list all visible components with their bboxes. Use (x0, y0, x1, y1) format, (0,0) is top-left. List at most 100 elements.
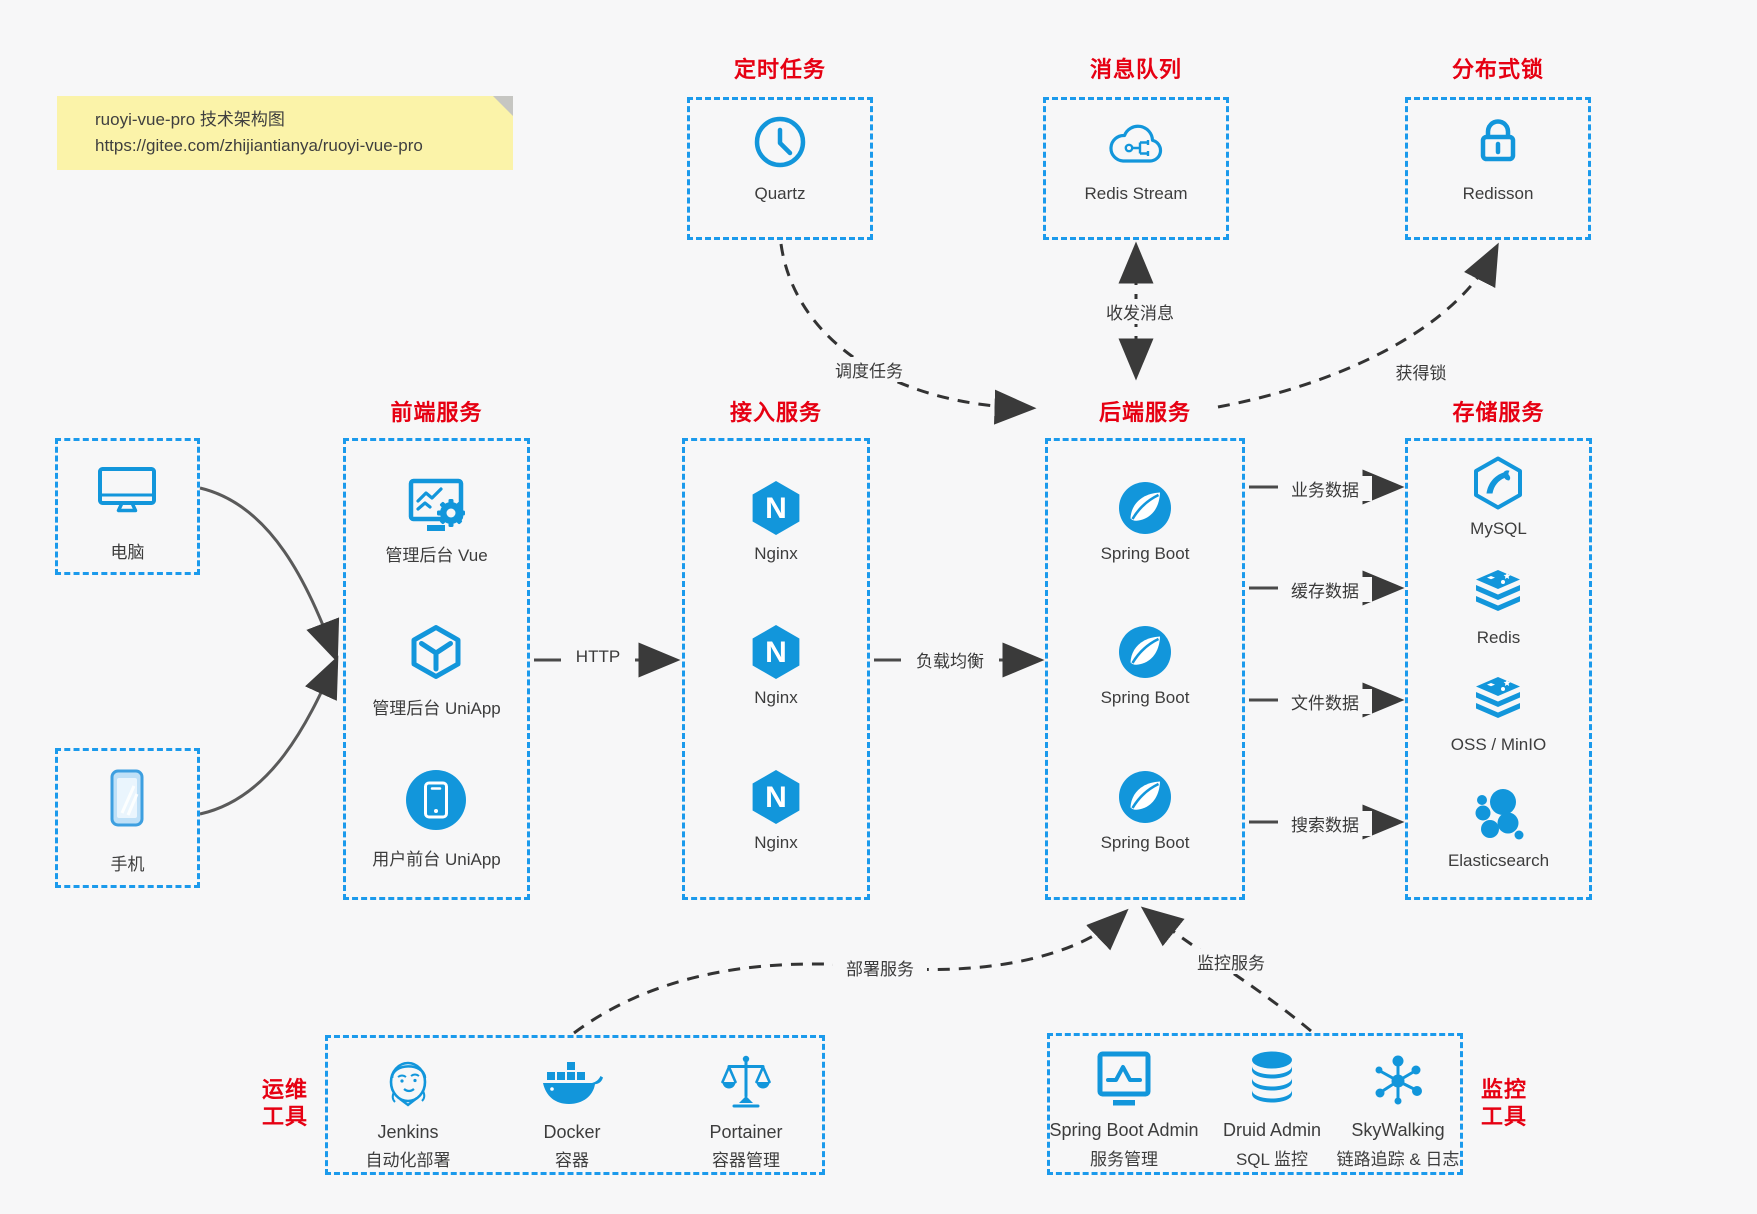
edge-label-load-balance: 负载均衡 (901, 647, 999, 672)
spring-boot-icon (1119, 626, 1171, 678)
admin-vue-icon (408, 478, 465, 531)
label-spring-boot-admin: Spring Boot Admin (1049, 1120, 1199, 1140)
arrow-schedule-task (779, 243, 1037, 425)
uniapp-cube-icon (411, 625, 461, 679)
side-label-ops-tools: 运维 工具 (247, 1076, 323, 1130)
docker-icon (543, 1062, 603, 1104)
label-nginx-1: Nginx (754, 544, 798, 563)
svg-text:N: N (765, 636, 787, 669)
label-docker-desc: 容器 (555, 1151, 589, 1170)
box-message-queue (1043, 97, 1229, 240)
box-client-phone (55, 748, 200, 888)
label-druid-admin-desc: SQL 监控 (1235, 1150, 1309, 1169)
portainer-icon (721, 1055, 771, 1108)
box-gateway (682, 438, 870, 900)
label-mysql: MySQL (1470, 519, 1527, 538)
edge-label-search-data: 搜索数据 (1278, 811, 1372, 836)
nginx-icon: N (752, 625, 800, 679)
label-redisson: Redisson (1462, 184, 1534, 203)
jenkins-icon (389, 1061, 427, 1107)
box-frontend (343, 438, 530, 900)
box-backend (1045, 438, 1245, 900)
svg-text:N: N (765, 492, 787, 525)
monitor-side-line-2: 工具 (1480, 1104, 1527, 1129)
label-redis: Redis (1476, 628, 1521, 647)
box-ops-tools (325, 1035, 825, 1175)
box-scheduled-task (687, 97, 873, 240)
label-portainer: Portainer (709, 1122, 783, 1142)
edge-label-deploy: 部署服务 (833, 955, 927, 980)
arrow-computer-to-frontend (199, 486, 340, 663)
edge-label-http: HTTP (561, 647, 635, 667)
note-line-2: https://gitee.com/zhijiantianya/ruoyi-vu… (95, 136, 423, 155)
box-storage (1405, 438, 1592, 900)
nginx-icon: N (752, 770, 800, 824)
group-title-storage: 存储服务 (1452, 400, 1545, 425)
user-app-icon (406, 770, 466, 830)
ops-side-line-1: 运维 (261, 1077, 308, 1102)
elasticsearch-icon (1475, 789, 1524, 840)
nginx-icon: N (752, 481, 800, 535)
label-quartz: Quartz (754, 184, 806, 203)
label-admin-vue: 管理后台 Vue (385, 546, 488, 565)
redis-icon (1476, 570, 1520, 611)
group-title-gateway: 接入服务 (729, 400, 822, 425)
box-client-pc (55, 438, 200, 575)
label-skywalking: SkyWalking (1351, 1120, 1445, 1140)
group-title-backend: 后端服务 (1098, 400, 1191, 425)
label-druid-admin: Druid Admin (1222, 1120, 1322, 1140)
group-title-frontend: 前端服务 (390, 400, 483, 425)
group-title-distributed-lock: 分布式锁 (1451, 57, 1544, 82)
label-docker: Docker (543, 1122, 601, 1142)
label-admin-uniapp: 管理后台 UniApp (372, 699, 501, 718)
label-user-uniapp: 用户前台 UniApp (372, 850, 501, 869)
mysql-icon (1474, 456, 1522, 510)
edge-label-monitor: 监控服务 (1184, 949, 1278, 974)
arrow-get-lock (1217, 242, 1499, 409)
note-line-1: ruoyi-vue-pro 技术架构图 (95, 110, 285, 129)
svg-text:N: N (765, 781, 787, 814)
druid-db-icon (1252, 1051, 1292, 1103)
box-distributed-lock (1405, 97, 1591, 240)
label-spring-boot-admin-desc: 服务管理 (1090, 1150, 1158, 1169)
label-spring-boot-2: Spring Boot (1100, 688, 1190, 707)
label-spring-boot-3: Spring Boot (1100, 833, 1190, 852)
label-jenkins: Jenkins (377, 1122, 439, 1142)
lock-icon (1480, 119, 1516, 162)
title-note: ruoyi-vue-pro 技术架构图 https://gitee.com/zh… (57, 96, 513, 170)
skywalking-icon (1375, 1055, 1422, 1105)
note-fold-corner (493, 96, 513, 116)
label-redis-stream: Redis Stream (1084, 184, 1188, 203)
arrow-phone-to-frontend (199, 655, 339, 816)
ops-side-line-2: 工具 (261, 1104, 308, 1129)
spring-boot-icon (1119, 482, 1171, 534)
label-spring-boot-1: Spring Boot (1100, 544, 1190, 563)
label-phone: 手机 (110, 855, 145, 874)
edge-label-schedule: 调度任务 (822, 357, 916, 382)
label-portainer-desc: 容器管理 (712, 1151, 780, 1170)
box-monitor-tools (1047, 1033, 1463, 1175)
spring-boot-icon (1119, 771, 1171, 823)
monitor-side-line-1: 监控 (1480, 1077, 1527, 1102)
edge-label-file-data: 文件数据 (1278, 689, 1372, 714)
label-nginx-2: Nginx (754, 688, 798, 707)
cloud-message-icon (1109, 124, 1163, 163)
edge-label-business-data: 业务数据 (1278, 476, 1372, 501)
label-elasticsearch: Elasticsearch (1447, 851, 1550, 870)
edge-label-lock: 获得锁 (1384, 359, 1458, 384)
group-title-scheduled-task: 定时任务 (733, 57, 826, 82)
edge-label-message: 收发消息 (1093, 299, 1187, 324)
label-skywalking-desc: 链路追踪 & 日志 (1336, 1150, 1460, 1169)
spring-boot-admin-icon (1097, 1051, 1151, 1106)
label-pc: 电脑 (110, 543, 145, 562)
label-jenkins-desc: 自动化部署 (365, 1151, 451, 1170)
smartphone-icon (110, 769, 144, 827)
edge-label-cache-data: 缓存数据 (1278, 577, 1372, 602)
arrow-monitor-service (1140, 906, 1312, 1033)
group-title-message-queue: 消息队列 (1089, 57, 1182, 82)
side-label-monitor-tools: 监控 工具 (1466, 1076, 1542, 1130)
label-nginx-3: Nginx (754, 833, 798, 852)
clock-icon (754, 116, 806, 168)
oss-icon (1476, 677, 1520, 718)
